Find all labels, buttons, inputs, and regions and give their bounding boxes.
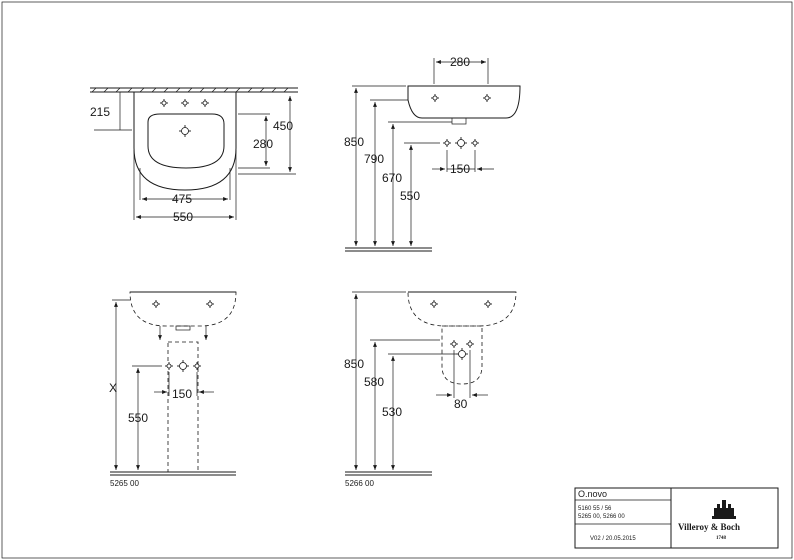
side-tap-right-icon	[482, 93, 492, 103]
semi-part-number: 5266 00	[345, 479, 374, 488]
pedestal-part-number: 5265 00	[110, 479, 139, 488]
dim-530-semi-label: 530	[382, 405, 402, 419]
dim-280-side: 280	[433, 55, 489, 84]
dim-450: 450	[238, 91, 296, 175]
dim-80-semi-label: 80	[454, 397, 468, 411]
dim-670-side-label: 670	[382, 171, 402, 185]
semi-basin-outline	[407, 291, 517, 327]
basin-outline	[133, 92, 237, 191]
dim-850-semi-label: 850	[344, 357, 364, 371]
dim-450-label: 450	[273, 119, 293, 133]
dim-x: X	[109, 299, 130, 470]
pedestal-supply-right-icon	[192, 361, 202, 371]
pedestal-front-view: X 550 150 5265 00	[109, 291, 237, 488]
pedestal-supply-left-icon	[164, 361, 174, 371]
pedestal-basin-outline	[129, 291, 237, 327]
dim-150-pedestal-label: 150	[172, 387, 192, 401]
dim-550-top-label: 550	[173, 210, 193, 224]
dim-280-top: 280	[238, 113, 273, 169]
wall-hatch	[90, 87, 298, 93]
dim-215: 215	[90, 92, 132, 131]
tap-hole-center-icon	[180, 98, 190, 108]
product-name: O.novo	[578, 489, 607, 499]
pedestal-tap-right-icon	[205, 299, 215, 309]
dim-790-side: 790	[364, 99, 408, 246]
pedestal-column	[167, 341, 199, 473]
top-view: 215 450 280 475 550	[90, 87, 298, 224]
product-code-2: 5265 00, 5266 00	[578, 514, 625, 520]
dim-150-side-label: 150	[450, 162, 470, 176]
dim-150-pedestal: 150	[154, 372, 214, 401]
side-floor	[345, 247, 432, 252]
dim-550-pedestal-label: 550	[128, 411, 148, 425]
dim-850-side: 850	[344, 85, 406, 246]
dim-475: 475	[139, 168, 231, 206]
semi-pedestal-view: 850 580 530 80 5266 00	[344, 291, 517, 488]
semi-pedestal-shroud	[441, 325, 483, 385]
dim-670-side: 670	[382, 121, 452, 246]
dim-850-semi: 850	[344, 291, 406, 470]
title-block: O.novo 5160 55 / 56 5265 00, 5266 00 V02…	[574, 487, 779, 549]
dim-550-top: 550	[133, 150, 237, 224]
semi-supply-left-icon	[449, 339, 459, 349]
bowl-outline	[147, 113, 225, 169]
pedestal-floor	[110, 471, 236, 476]
dim-475-label: 475	[172, 192, 192, 206]
waste-connection-icon	[454, 136, 468, 150]
version-date: V02 / 20.05.2015	[590, 536, 636, 542]
pedestal-waste-icon	[176, 359, 190, 373]
semi-tap-right-icon	[483, 299, 493, 309]
dim-550-pedestal: 550	[128, 365, 162, 470]
semi-waste-icon	[455, 347, 469, 361]
pedestal-tap-left-icon	[151, 299, 161, 309]
side-basin-outline	[407, 85, 521, 119]
side-tap-left-icon	[430, 93, 440, 103]
supply-right-icon	[470, 138, 480, 148]
dim-215-label: 215	[90, 105, 110, 119]
tap-hole-right-icon	[200, 98, 210, 108]
side-view: 280 850 790 670 550	[344, 55, 521, 252]
brand-year: 1748	[716, 536, 727, 541]
dim-790-side-label: 790	[364, 152, 384, 166]
tap-hole-left-icon	[159, 98, 169, 108]
dim-550-side-label: 550	[400, 189, 420, 203]
supply-left-icon	[442, 138, 452, 148]
dim-150-side: 150	[432, 150, 494, 176]
dim-850-side-label: 850	[344, 135, 364, 149]
product-code-1: 5160 55 / 56	[578, 506, 612, 512]
dim-550-side: 550	[400, 142, 440, 246]
dim-x-label: X	[109, 381, 117, 395]
dim-530-semi: 530	[382, 353, 456, 470]
dim-580-semi-label: 580	[364, 375, 384, 389]
brand-name: Villeroy & Boch	[678, 522, 740, 532]
dim-80-semi: 80	[436, 350, 488, 411]
overflow-hole-icon	[178, 124, 192, 138]
semi-supply-right-icon	[465, 339, 475, 349]
castle-logo-icon	[712, 500, 736, 519]
dim-280-top-label: 280	[253, 137, 273, 151]
dim-280-side-label: 280	[450, 55, 470, 69]
semi-tap-left-icon	[429, 299, 439, 309]
side-waste-outlet	[451, 117, 467, 125]
dim-580-semi: 580	[364, 339, 440, 470]
semi-floor	[345, 471, 432, 476]
